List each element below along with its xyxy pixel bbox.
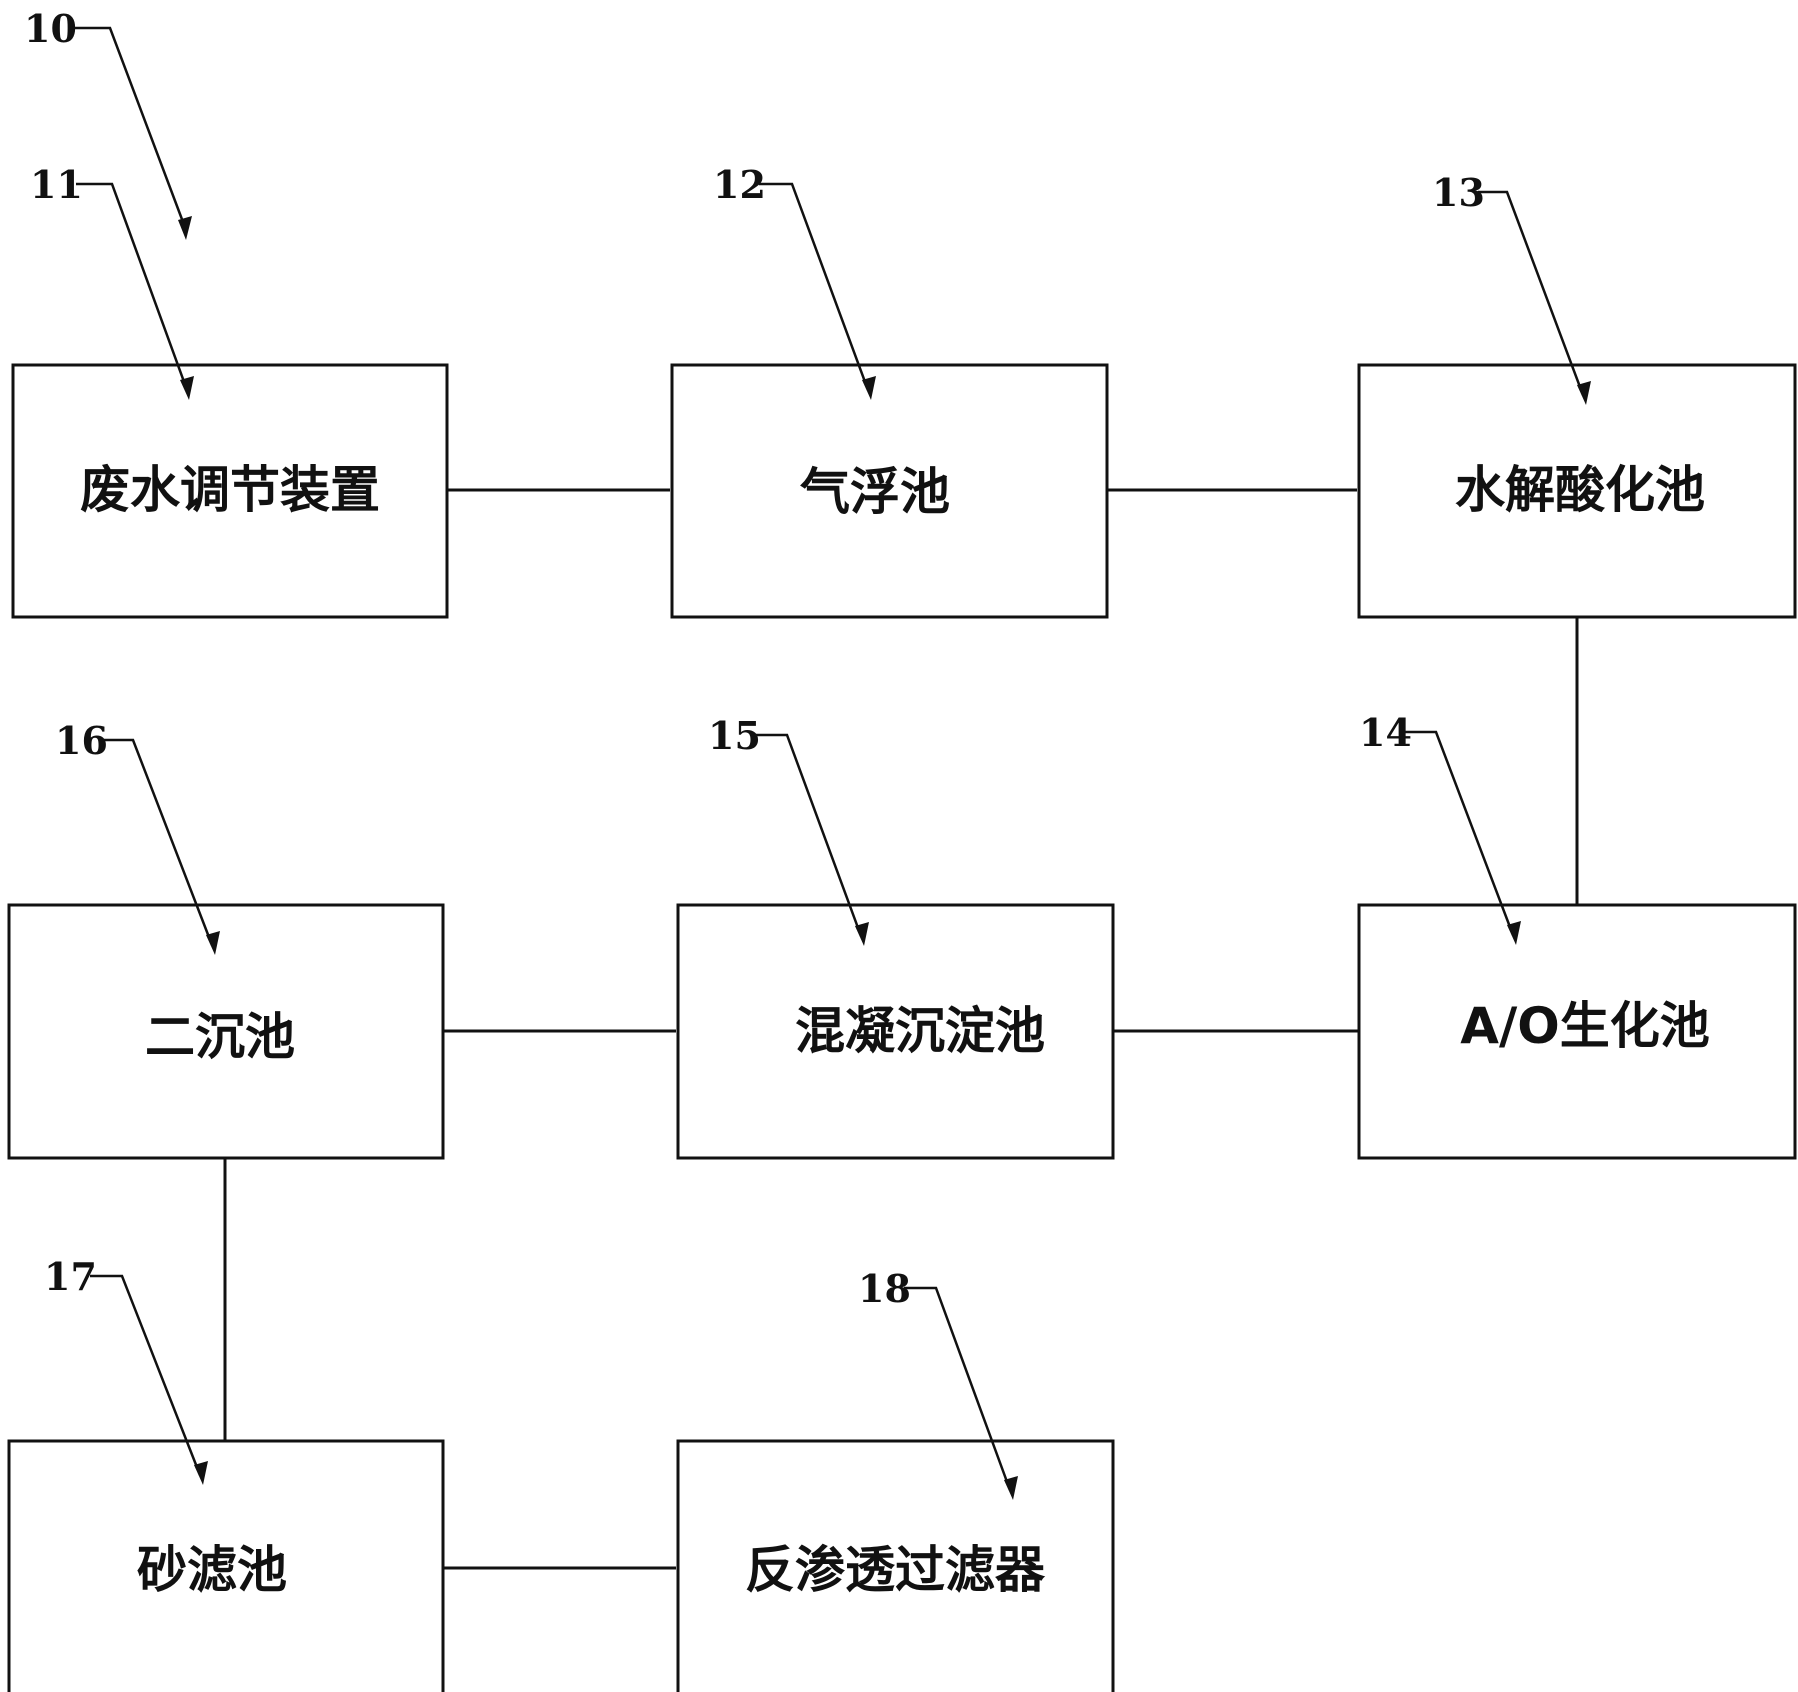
arrowhead-14 [1507, 921, 1521, 945]
box-reverse-osmosis-filter [676, 1439, 1115, 1692]
box-coagulation-sedimentation-tank [676, 903, 1115, 1160]
box-ao-biochemical-tank [1357, 903, 1797, 1160]
ref-number-12: 12 [713, 162, 766, 207]
ref-15-callout: 15 [708, 713, 869, 946]
leader-line-17 [90, 1274, 202, 1476]
box-sand-filter-tank [7, 1439, 445, 1692]
leader-line-14 [1405, 730, 1515, 936]
arrowhead-17 [194, 1461, 208, 1485]
ref-10-callout: 10 [24, 6, 192, 240]
box-secondary-sedimentation-tank [7, 903, 445, 1160]
leader-line-11 [76, 182, 189, 391]
ref-number-13: 13 [1432, 170, 1485, 215]
arrowhead-15 [855, 922, 869, 946]
arrowhead-11 [180, 376, 194, 400]
arrowhead-12 [862, 376, 876, 400]
box-label-14: A/O生化池 [1460, 997, 1709, 1055]
leader-line-18 [904, 1286, 1012, 1491]
ref-12-callout: 12 [713, 162, 876, 400]
box-wastewater-regulating-device [11, 363, 449, 619]
leader-line-16 [101, 738, 214, 946]
ref-number-14: 14 [1359, 710, 1412, 755]
ref-number-15: 15 [708, 713, 761, 758]
ref-number-10: 10 [24, 6, 77, 51]
ref-11-callout: 11 [30, 162, 194, 400]
ref-number-18: 18 [858, 1266, 911, 1311]
ref-16-callout: 16 [55, 718, 220, 955]
box-label-13: 水解酸化池 [1455, 461, 1705, 519]
box-label-15: 混凝沉淀池 [795, 1002, 1045, 1060]
ref-17-callout: 17 [44, 1254, 208, 1485]
box-label-18: 反渗透过滤器 [745, 1541, 1046, 1599]
box-air-flotation-tank [670, 363, 1109, 619]
ref-number-17: 17 [44, 1254, 97, 1299]
arrowhead-18 [1004, 1476, 1018, 1500]
box-hydrolysis-acidification-tank [1357, 363, 1797, 619]
arrowhead-10 [178, 216, 192, 240]
box-label-12: 气浮池 [800, 463, 950, 521]
leader-line-15 [754, 733, 863, 937]
box-label-16: 二沉池 [145, 1008, 295, 1066]
ref-14-callout: 14 [1359, 710, 1521, 945]
box-label-17: 砂滤池 [137, 1541, 287, 1599]
arrowhead-16 [206, 931, 220, 955]
ref-18-callout: 18 [858, 1266, 1018, 1500]
leader-line-13 [1478, 190, 1585, 396]
ref-number-16: 16 [55, 718, 108, 763]
leader-line-12 [759, 182, 870, 391]
ref-13-callout: 13 [1432, 170, 1591, 405]
box-label-11: 废水调节装置 [80, 461, 380, 519]
arrowhead-13 [1577, 381, 1591, 405]
ref-number-11: 11 [30, 162, 83, 207]
leader-line-10 [72, 26, 188, 231]
